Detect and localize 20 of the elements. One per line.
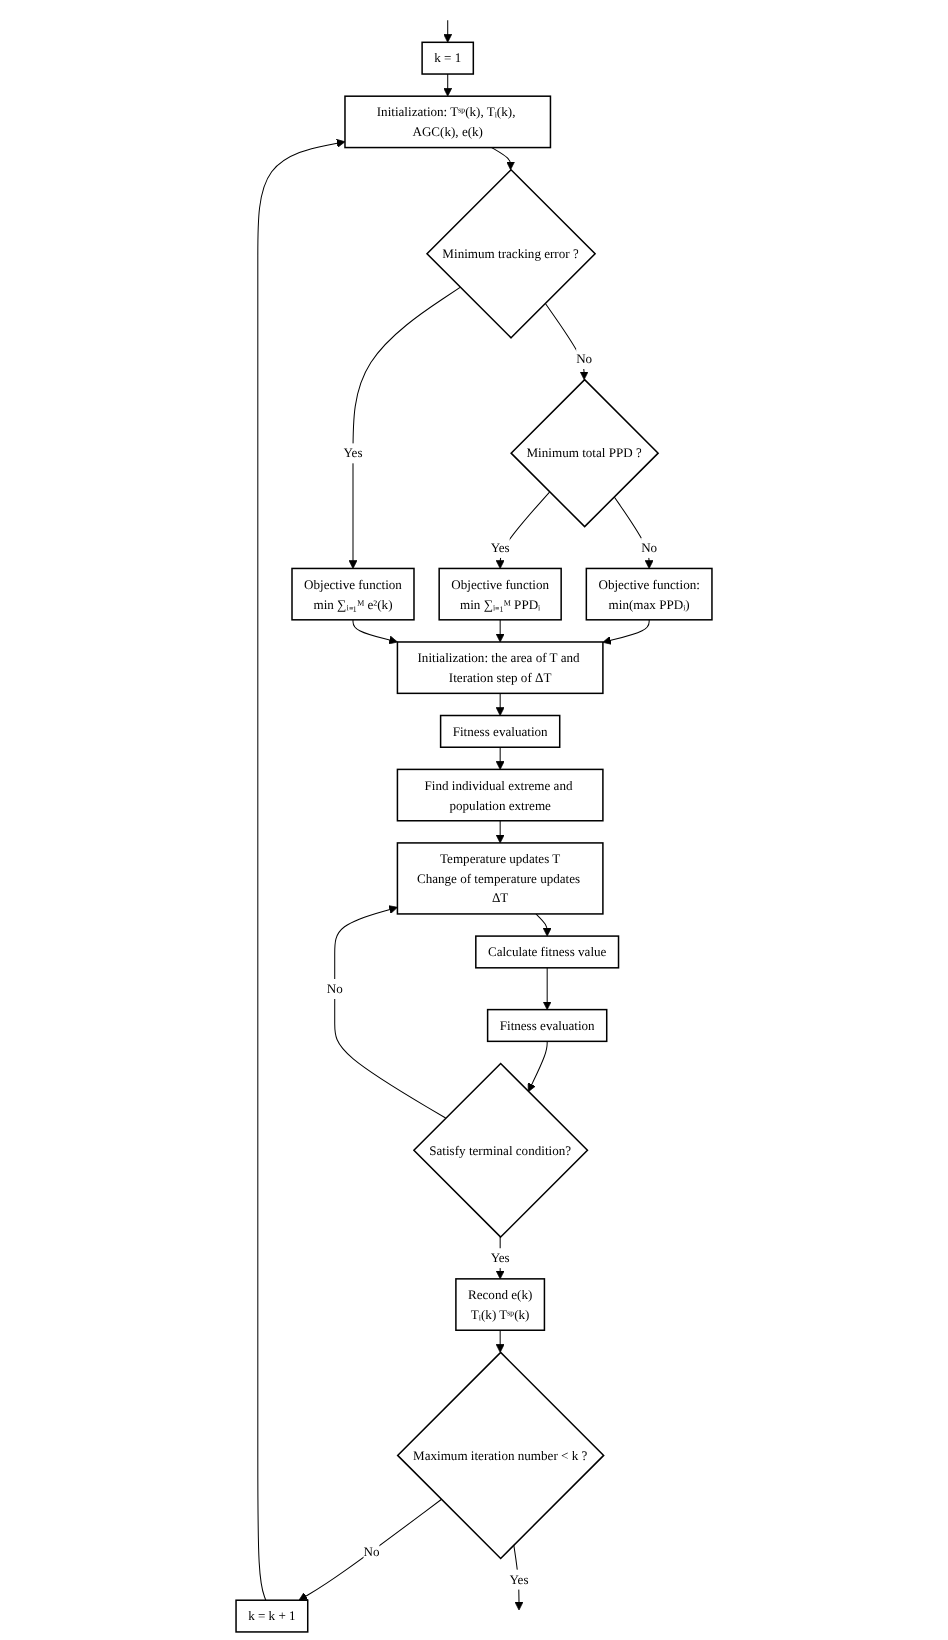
arrow — [495, 1329, 505, 1353]
arrow — [542, 967, 552, 1010]
arrow — [527, 1040, 548, 1093]
arrow — [513, 1544, 524, 1611]
arrow — [495, 746, 505, 770]
arrow — [491, 147, 515, 171]
arrow — [443, 19, 453, 43]
arrow — [257, 138, 346, 1601]
arrow — [348, 286, 461, 569]
arrow — [495, 619, 505, 643]
arrow — [544, 302, 589, 380]
arrow — [495, 820, 505, 844]
arrow — [334, 905, 447, 1119]
arrow — [495, 491, 551, 569]
arrow — [602, 619, 650, 645]
arrow — [298, 1499, 442, 1601]
arrow — [535, 913, 552, 937]
arrow — [495, 692, 505, 716]
arrow — [443, 73, 453, 97]
arrow — [352, 619, 398, 645]
